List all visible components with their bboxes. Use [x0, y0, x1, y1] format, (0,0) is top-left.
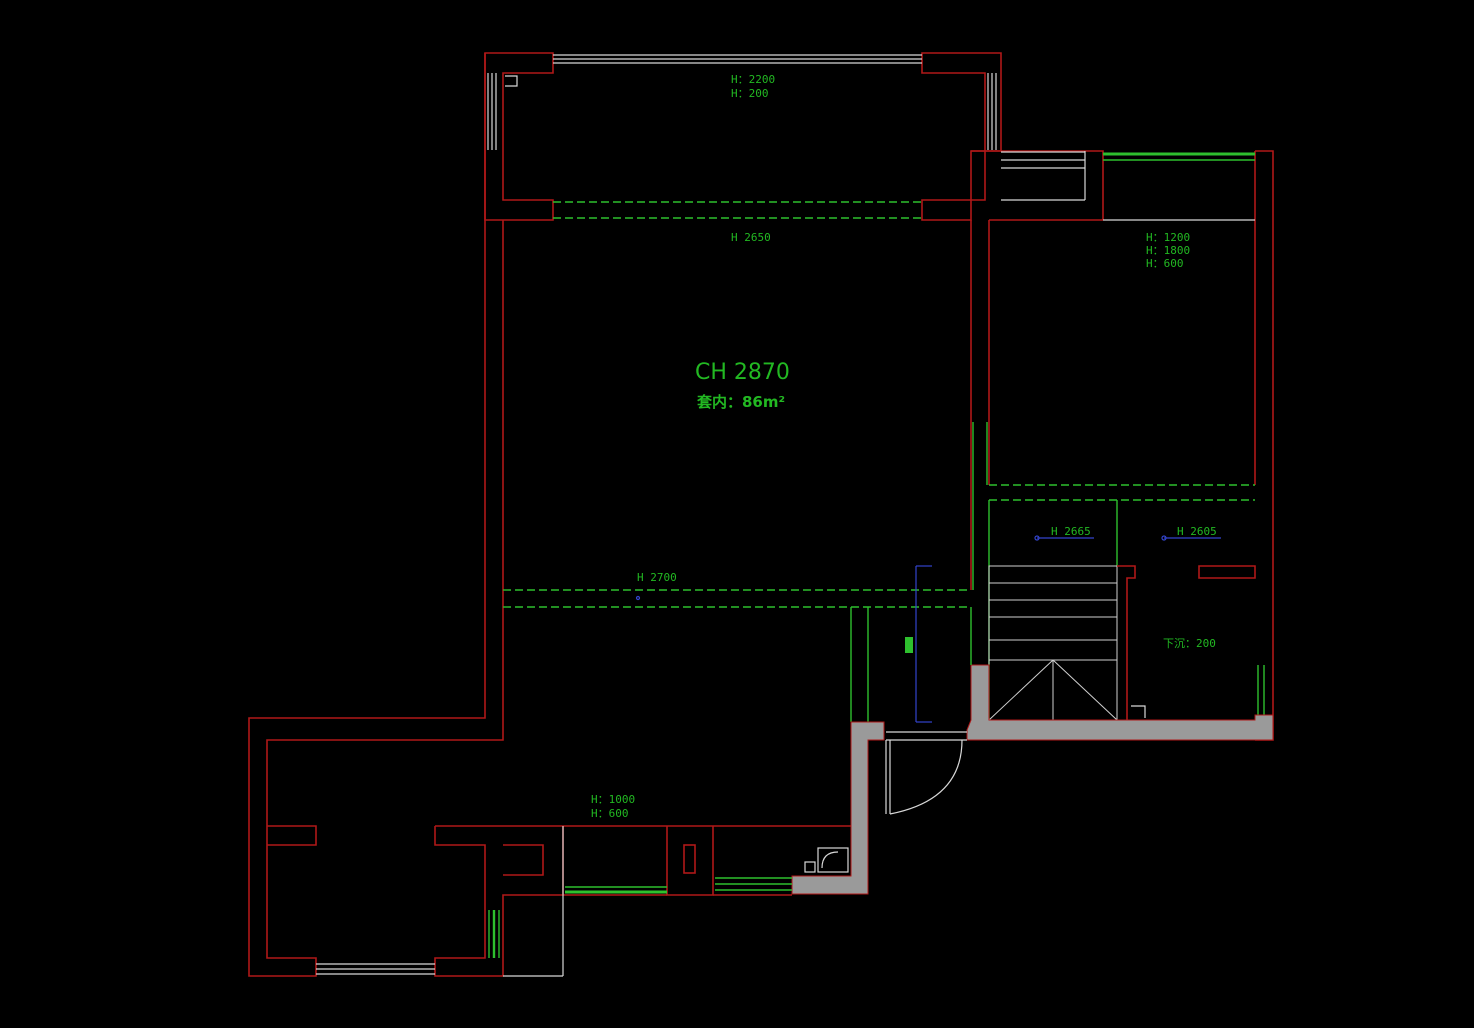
bottom-room-height-1: H：1000 [591, 793, 635, 806]
right-top-window [1001, 151, 1255, 221]
right-room-beam [972, 422, 1255, 590]
room-area-label: 套内：86m² [696, 393, 785, 411]
bottom-room-height-2: H：600 [591, 807, 629, 820]
marker-icon [905, 637, 913, 653]
top-room-height-1: H：2200 [731, 73, 775, 86]
top-right-window [987, 73, 997, 150]
top-room [484, 52, 1002, 221]
sunken-floor-note: 下沉：200 [1163, 637, 1216, 650]
vent-icon [1131, 705, 1146, 718]
door-swing [889, 739, 963, 815]
top-room-height-2: H：200 [731, 87, 769, 100]
main-walls [248, 150, 1103, 977]
stair-height-1: H 2665 [1051, 525, 1091, 538]
floor-slab [966, 664, 1274, 741]
annotations: H：2200 H：200 H 2650 H：1200 H：1800 H：600 … [591, 73, 1217, 820]
ceiling-height-label: CH 2870 [695, 360, 790, 385]
bottom-windows [316, 877, 792, 975]
right-room-height-1: H：1200 [1146, 231, 1190, 244]
top-left-window [487, 73, 497, 150]
vent-icon [505, 75, 518, 87]
top-beam-height: H 2650 [731, 231, 771, 244]
middle-beam [503, 565, 972, 723]
right-room [971, 150, 1274, 741]
top-window [553, 54, 922, 64]
bottom-rooms [267, 825, 851, 977]
right-room-height-3: H：600 [1146, 257, 1184, 270]
entrance [791, 721, 967, 895]
top-beam [553, 201, 922, 219]
stair-height-2: H 2605 [1177, 525, 1217, 538]
mid-beam-height: H 2700 [637, 571, 677, 584]
stair-markers [1034, 535, 1221, 541]
stair-area [988, 500, 1265, 721]
staircase [988, 565, 1118, 721]
right-room-height-2: H：1800 [1146, 244, 1190, 257]
sink-icon [804, 847, 849, 873]
